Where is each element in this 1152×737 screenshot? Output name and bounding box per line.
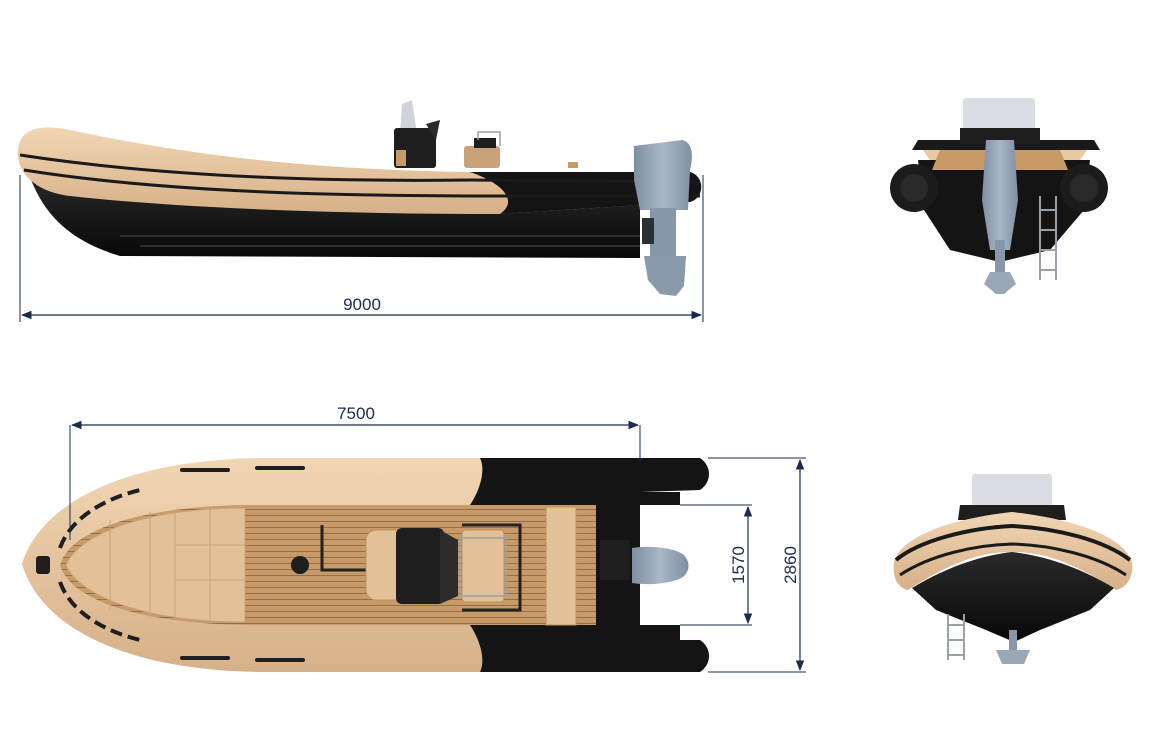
top-rear-bench — [545, 506, 577, 626]
stern-outboard-engine — [982, 140, 1018, 294]
stern-ladder — [1039, 196, 1057, 280]
side-outboard-engine — [634, 140, 692, 296]
top-deck-hatch — [291, 556, 309, 574]
dim-label-overall-length: 9000 — [343, 295, 381, 314]
side-view: 9000 — [17, 100, 704, 322]
dim-label-overall-beam: 2860 — [781, 546, 800, 584]
top-bow-cushions — [65, 507, 246, 623]
stern-view — [890, 98, 1108, 294]
bow-hull — [912, 552, 1114, 642]
bow-tube — [893, 512, 1133, 590]
top-console — [396, 528, 444, 604]
top-outboard-engine — [632, 546, 689, 585]
bow-view — [893, 474, 1133, 664]
top-view: 7500 1570 2860 — [22, 404, 806, 673]
bow-windscreen — [972, 474, 1052, 506]
dim-label-hull-length: 7500 — [337, 404, 375, 423]
dim-label-inner-beam: 1570 — [729, 546, 748, 584]
stern-windscreen — [963, 98, 1035, 132]
side-seat — [464, 146, 500, 168]
bow-ladder — [947, 614, 965, 660]
